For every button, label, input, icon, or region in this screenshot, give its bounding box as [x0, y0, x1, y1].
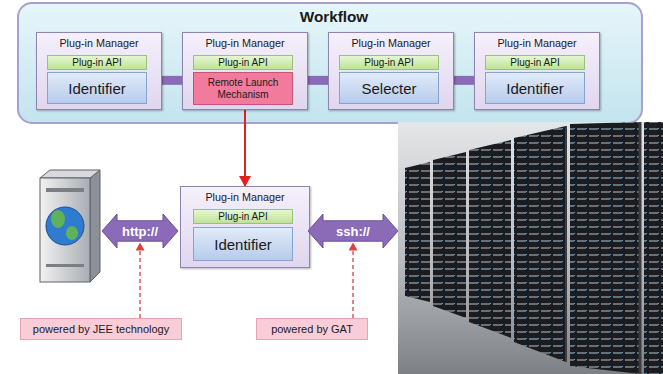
plugin-api-strip: Plug-in API: [485, 55, 585, 70]
rack-edge: [565, 126, 567, 362]
identifier-box: Identifier: [485, 72, 585, 104]
node-label: Plug-in Manager: [181, 191, 309, 203]
powered-by-callout: powered by GAT: [256, 318, 368, 340]
server-side: [90, 170, 100, 282]
node-label: powered by GAT: [271, 323, 353, 335]
node-label: Plug-in Manager: [475, 37, 599, 49]
node-label: Plug-in Manager: [329, 37, 453, 49]
ssh-double-arrow: ssh://: [308, 214, 398, 248]
node-label: Identifier: [214, 236, 272, 253]
remote-launch-box: Remote Launch Mechanism: [193, 72, 293, 105]
plugin-api-strip: Plug-in API: [193, 55, 293, 70]
node-label: ssh://: [336, 224, 370, 239]
double-arrow-body: [102, 214, 178, 248]
server-rack: [405, 162, 430, 302]
plugin-manager-box: Plug-in ManagerPlug-in API Remote Launch …: [182, 32, 308, 110]
globe-land: [66, 226, 78, 240]
node-label: Plug-in API: [364, 57, 413, 68]
node-label: Plug-in Manager: [37, 37, 161, 49]
server-top: [40, 170, 100, 178]
plugin-api-strip: Plug-in API: [47, 55, 147, 70]
workflow-link: [162, 76, 182, 85]
identifier-box: Identifier: [47, 72, 147, 104]
powered-by-callout: powered by JEE technology: [20, 318, 182, 340]
web-server-icon: [40, 170, 100, 282]
node-label: Plug-in API: [218, 57, 267, 68]
server-rack: [433, 152, 466, 318]
rack-edge: [639, 122, 642, 374]
plugin-manager-box: Plug-in ManagerPlug-in API Identifier: [474, 32, 600, 110]
node-label: Plug-in API: [218, 211, 267, 222]
plugin-manager-box: Plug-in ManagerPlug-in API Identifier: [180, 186, 310, 268]
globe-land: [51, 210, 65, 228]
node-label: Identifier: [506, 80, 564, 97]
drive-bay: [46, 188, 84, 192]
launch-arrow: [244, 110, 246, 186]
node-label: Plug-in API: [72, 57, 121, 68]
node-label: Remote Launch Mechanism: [197, 77, 289, 100]
drive-bay: [46, 264, 84, 267]
workflow-link: [454, 76, 474, 85]
double-arrow-body: [308, 214, 398, 248]
http-double-arrow: http://: [102, 214, 178, 248]
diagram-title: Workflow: [18, 8, 650, 26]
node-label: Plug-in API: [510, 57, 559, 68]
workflow-band: WorkflowPlug-in ManagerPlug-in API Identi…: [18, 3, 650, 123]
server-rack: [570, 122, 640, 374]
server-front: [40, 178, 90, 282]
server-room-photo: [398, 122, 663, 374]
server-rack: [469, 140, 511, 338]
workflow-link: [308, 76, 328, 85]
leader-arrow: [352, 243, 353, 318]
node-label: Identifier: [68, 80, 126, 97]
selecter-box: Selecter: [339, 72, 439, 104]
node-label: Plug-in Manager: [183, 37, 307, 49]
plugin-api-strip: Plug-in API: [339, 55, 439, 70]
server-rack: [644, 122, 663, 374]
node-label: http://: [122, 224, 158, 239]
server-rack: [514, 126, 566, 362]
node-label: Selecter: [361, 80, 416, 97]
plugin-manager-box: Plug-in ManagerPlug-in API Selecter: [328, 32, 454, 110]
globe: [46, 207, 84, 245]
leader-arrow: [139, 243, 140, 318]
node-label: powered by JEE technology: [33, 323, 169, 335]
plugin-api-strip: Plug-in API: [193, 209, 293, 224]
plugin-manager-box: Plug-in ManagerPlug-in API Identifier: [36, 32, 162, 110]
room-background: [398, 122, 663, 374]
identifier-box: Identifier: [193, 227, 293, 261]
